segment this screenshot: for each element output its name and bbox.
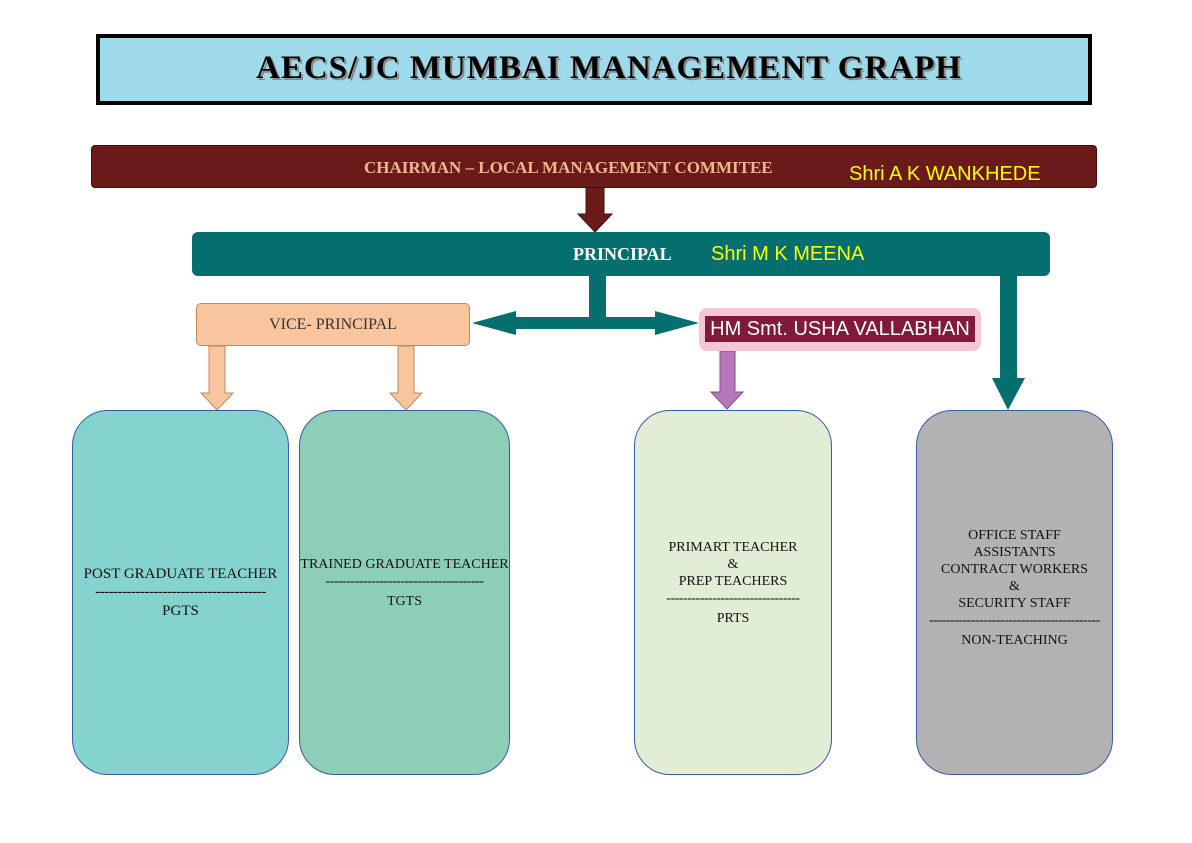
vp-hm-double-arrow <box>472 311 699 335</box>
principal-stem <box>589 276 606 317</box>
pgt-box: POST GRADUATE TEACHER ------------------… <box>72 410 289 775</box>
principal-title: PRINCIPAL <box>573 244 672 264</box>
tgt-short-label: TGTS <box>387 593 422 609</box>
pgt-divider: -------------------------------------- <box>95 584 266 599</box>
vice-principal-label: VICE- PRINCIPAL <box>269 315 397 333</box>
nt-divider: ----------------------------------------… <box>929 613 1100 628</box>
chairman-to-principal-arrow <box>576 186 614 233</box>
pgt-title: POST GRADUATE TEACHER <box>83 565 278 582</box>
prt-title: PRIMART TEACHER <box>668 539 798 555</box>
title-box: AECS/JC MUMBAI MANAGEMENT GRAPH <box>96 34 1092 105</box>
nt-assistants: ASSISTANTS <box>973 544 1056 560</box>
nt-office-staff: OFFICE STAFF <box>968 527 1061 543</box>
chairman-title: CHAIRMAN – LOCAL MANAGEMENT COMMITEE <box>364 158 773 177</box>
nt-security-staff: SECURITY STAFF <box>958 595 1071 611</box>
vice-principal-box: VICE- PRINCIPAL <box>196 303 470 346</box>
prt-box: PRIMART TEACHER & PREP TEACHERS --------… <box>634 410 832 775</box>
vp-to-pgt-arrow <box>199 345 235 411</box>
non-teaching-box: OFFICE STAFF ASSISTANTS CONTRACT WORKERS… <box>916 410 1113 775</box>
tgt-title: TRAINED GRADUATE TEACHER <box>300 556 509 572</box>
chairman-name: Shri A K WANKHEDE <box>849 163 1041 185</box>
principal-box: PRINCIPAL Shri M K MEENA <box>192 232 1050 276</box>
nt-ampersand: & <box>1009 578 1020 594</box>
principal-name: Shri M K MEENA <box>711 243 865 265</box>
tgt-divider: -------------------------------------- <box>325 574 484 589</box>
headmistress-label: HM Smt. USHA VALLABHAN <box>705 316 975 342</box>
tgt-box: TRAINED GRADUATE TEACHER ---------------… <box>299 410 510 775</box>
page-title: AECS/JC MUMBAI MANAGEMENT GRAPH <box>256 50 962 86</box>
prt-prep-title: PREP TEACHERS <box>678 573 788 589</box>
prt-divider: -------------------------------- <box>666 591 800 606</box>
nt-short-label: NON-TEACHING <box>961 632 1068 648</box>
hm-to-prt-arrow <box>709 350 745 410</box>
prt-short-label: PRTS <box>716 610 750 626</box>
nt-contract-workers: CONTRACT WORKERS <box>941 561 1088 577</box>
vp-to-tgt-arrow <box>388 345 424 411</box>
pgt-short-label: PGTS <box>162 602 199 619</box>
headmistress-box: HM Smt. USHA VALLABHAN <box>699 308 981 351</box>
prt-ampersand: & <box>727 556 739 572</box>
chairman-box: CHAIRMAN – LOCAL MANAGEMENT COMMITEE Shr… <box>91 145 1097 188</box>
principal-to-nonteaching-arrow <box>992 276 1025 410</box>
